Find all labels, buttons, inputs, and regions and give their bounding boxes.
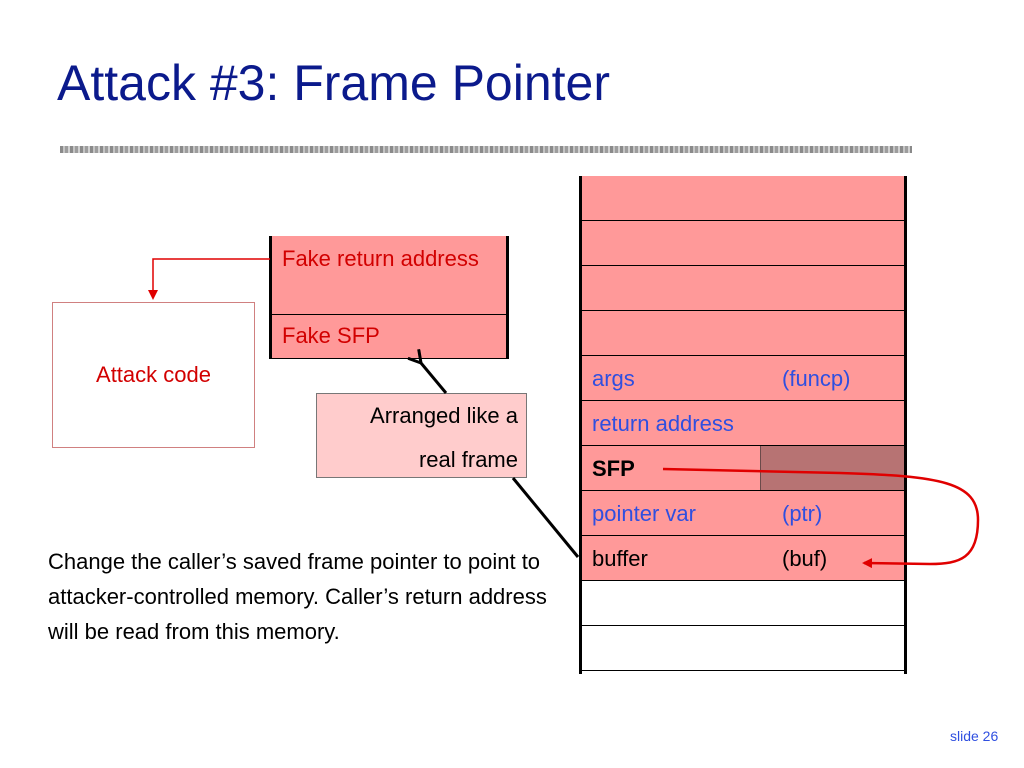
stack-cell-label: pointer var [592,501,696,526]
stack-cell-value: (buf) [782,546,828,571]
stack-cell-label: return address [592,411,734,436]
attack-code-label: Attack code [96,362,211,387]
fake-return-address-cell: Fake return address [272,236,506,315]
arrow-callout-to-fake-sfp [421,363,448,394]
stack-cell-value: (ptr) [782,501,823,526]
stack-diagram: args (funcp) return address SFP pointer … [579,176,907,674]
arrow-to-attack-code [148,258,270,300]
stack-cell-args: args (funcp) [582,356,904,401]
sfp-pointer-slot [760,446,904,490]
fake-return-address-label: Fake return address [282,246,479,271]
slide-title: Attack #3: Frame Pointer [57,55,611,111]
fake-frame: Fake return address Fake SFP [269,236,509,359]
fake-sfp-label: Fake SFP [282,323,380,348]
arrow-buffer-to-callout [511,477,580,558]
stack-cell-label: buffer [592,546,648,571]
stack-cell-return-address: return address [582,401,904,446]
attack-code-box: Attack code [52,302,255,448]
arranged-line-2: real frame [418,447,518,472]
stack-cell-empty [582,581,904,626]
stack-cell-label: SFP [592,456,635,481]
arranged-line-1: Arranged like a [370,403,518,428]
slide-number: slide 26 [950,728,999,744]
stack-cell-buffer: buffer (buf) [582,536,904,581]
stack-cell-sfp: SFP [582,446,904,491]
stack-cell-pointer-var: pointer var (ptr) [582,491,904,536]
arranged-callout: Arranged like a real frame [316,393,527,478]
fake-sfp-cell: Fake SFP [272,315,506,359]
stack-cell-empty [582,626,904,671]
stack-cell-empty [582,221,904,266]
stack-cell-label: args [592,366,635,391]
description-text: Change the caller’s saved frame pointer … [48,549,547,644]
arrow-sfp-to-buffer [662,467,980,569]
stack-cell-empty [582,311,904,356]
title-divider [60,146,912,153]
stack-cell-empty [582,176,904,221]
stack-cell-value: (funcp) [782,366,851,391]
stack-cell-empty [582,266,904,311]
